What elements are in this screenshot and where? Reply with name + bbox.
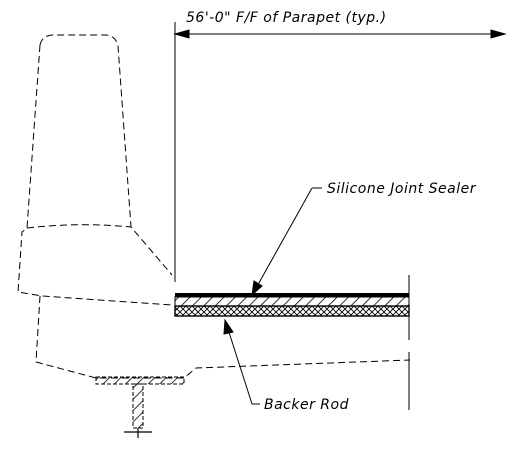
girder	[95, 376, 185, 438]
dimension-label: 56'-0" F/F of Parapet (typ.)	[186, 10, 387, 26]
backer-leader	[223, 318, 260, 405]
silicone-joint-sealer	[175, 293, 409, 297]
sealer-label: Silicone Joint Sealer	[327, 181, 477, 197]
backer-label: Backer Rod	[264, 397, 349, 413]
joint-filler	[174, 296, 410, 307]
sealer-leader	[251, 187, 322, 297]
dimension-line	[173, 22, 507, 282]
parapet-outline	[17, 34, 411, 379]
backer-rod	[174, 305, 410, 317]
joint-assembly	[174, 293, 410, 317]
